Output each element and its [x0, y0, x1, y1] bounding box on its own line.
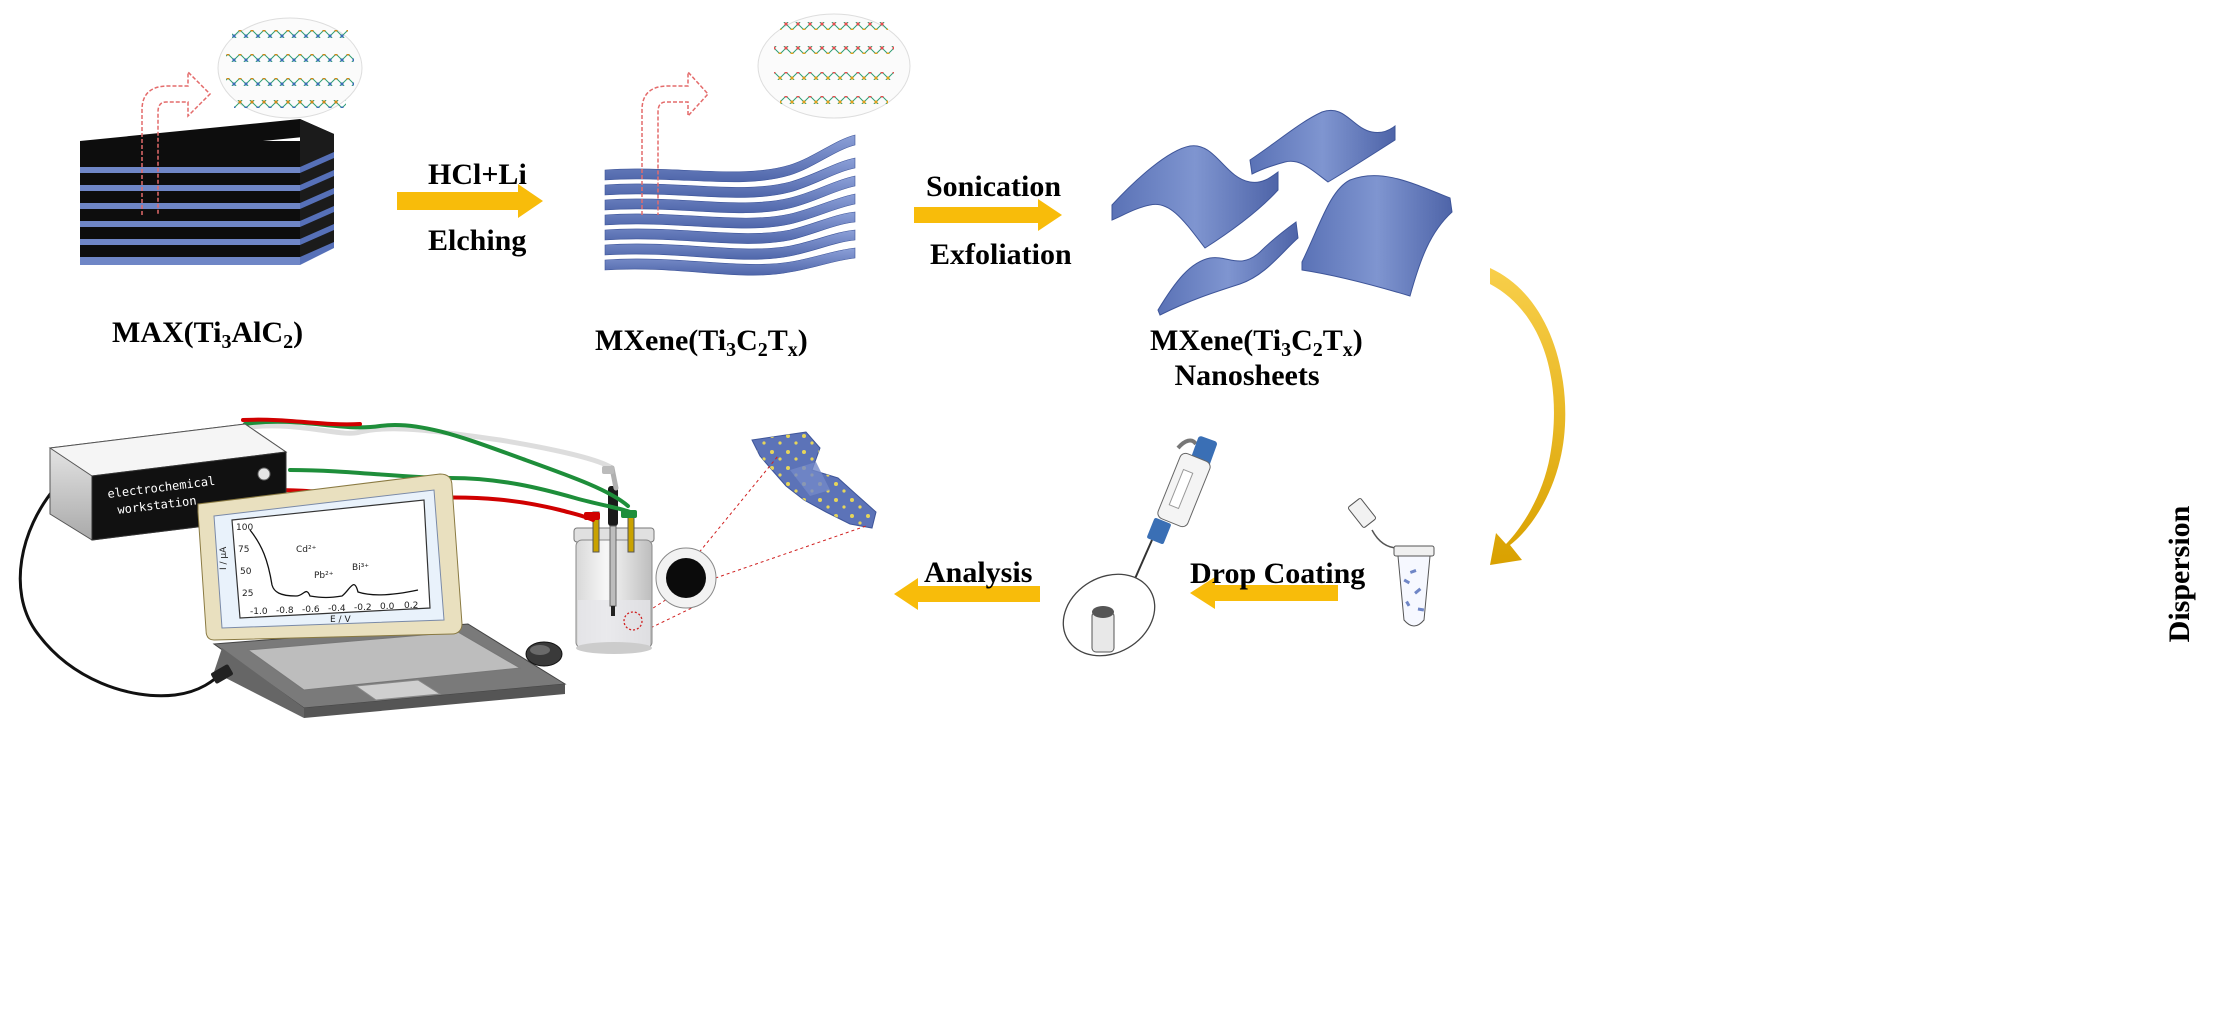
- y-tick-1: 100: [236, 523, 253, 533]
- x-tick-7: 0.2: [404, 601, 418, 611]
- y-axis-label: I / µA: [219, 546, 229, 570]
- electrode-disc: [1062, 573, 1156, 657]
- label-mxene: MXene(Ti3C2Tx): [595, 324, 808, 361]
- label-nanosheets: Nanosheets: [1174, 358, 1320, 392]
- step-dispersion-label: Dispersion: [2163, 505, 2196, 643]
- arrow-exfoliation: [914, 199, 1062, 231]
- clips: [584, 466, 637, 520]
- x-tick-3: -0.6: [302, 605, 320, 615]
- max-block: [80, 70, 334, 265]
- x-tick-5: -0.2: [354, 603, 372, 613]
- mxene-crystal-lattice: [757, 13, 911, 119]
- voltammogram-curve: [249, 529, 419, 599]
- step-analysis-label: Analysis: [924, 556, 1033, 589]
- centrifuge-tube: [1347, 498, 1435, 627]
- y-tick-4: 25: [242, 589, 253, 599]
- step-sonication-label: Sonication: [926, 170, 1062, 203]
- x-axis-label: E / V: [330, 615, 351, 625]
- x-tick-4: -0.4: [328, 604, 346, 614]
- electrochemical-cell: [573, 486, 655, 654]
- peak-pb-label: Pb²⁺: [314, 571, 334, 581]
- arrow-drop-coating: [1190, 577, 1338, 609]
- label-mxene-nanosheets: MXene(Ti3C2Tx) Nanosheets: [1150, 324, 1363, 392]
- y-tick-3: 50: [240, 567, 252, 577]
- max-crystal-lattice: [217, 17, 363, 119]
- peak-bi-label: Bi³⁺: [352, 563, 369, 573]
- step-exfoliation-label: Exfoliation: [930, 238, 1072, 271]
- step-acid-label: HCl+Li: [428, 158, 527, 191]
- step-drop-coating-label: Drop Coating: [1190, 557, 1366, 590]
- electrode-end-view: [655, 547, 717, 609]
- step-etching-label: Elching: [428, 224, 527, 257]
- arrow-dispersion: [1490, 268, 1566, 565]
- x-tick-2: -0.8: [276, 606, 294, 616]
- arrow-analysis: [894, 578, 1040, 610]
- mouse: [525, 641, 563, 667]
- x-tick-6: 0.0: [380, 602, 395, 612]
- peak-cd-label: Cd²⁺: [296, 545, 317, 555]
- label-max: MAX(Ti3AlC2): [112, 316, 304, 353]
- mxene-stack: [604, 70, 856, 276]
- y-tick-2: 75: [238, 545, 249, 555]
- laptop: Cd²⁺ Pb²⁺ Bi³⁺ 100 75 50 25 -1.0 -0.8 -0…: [197, 473, 567, 718]
- mxene-membrane-zoom: [751, 431, 877, 529]
- pipette: [1129, 436, 1217, 591]
- mxene-nanosheets: [1111, 109, 1453, 316]
- x-tick-1: -1.0: [250, 607, 268, 617]
- arrow-etching: [397, 184, 543, 218]
